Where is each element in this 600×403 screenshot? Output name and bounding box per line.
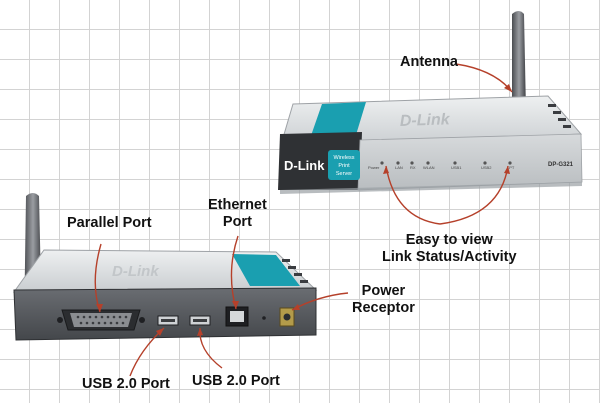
antenna-label: Antenna <box>400 54 458 70</box>
front-device: D-Link D-Link Wireless Print Server DP-G… <box>278 11 583 194</box>
top-vents <box>548 104 571 128</box>
svg-text:Wireless: Wireless <box>333 155 354 161</box>
status-indicators: Power LAN RX WLAN USB1 USB2 LPT <box>368 161 515 170</box>
svg-text:LAN: LAN <box>395 165 403 170</box>
power-receptor-connector <box>279 307 295 327</box>
usb-port-left-label: USB 2.0 Port <box>82 376 170 392</box>
usb-port-connectors <box>157 315 211 326</box>
back-device: D-Link <box>13 193 318 341</box>
svg-text:Server: Server <box>336 171 352 177</box>
antenna-front <box>512 11 526 112</box>
ethernet-port-connector <box>225 306 249 327</box>
svg-text:WLAN: WLAN <box>423 165 435 170</box>
status-arrow-left <box>385 165 441 225</box>
power-receptor-label: Power Receptor <box>352 283 415 316</box>
svg-text:DP-G321: DP-G321 <box>548 162 574 168</box>
parallel-port-label: Parallel Port <box>67 215 152 231</box>
antenna-arrow <box>455 63 513 93</box>
usb-port-right-label: USB 2.0 Port <box>192 373 280 389</box>
svg-text:D-Link: D-Link <box>284 158 325 173</box>
ethernet-port-label: Ethernet Port <box>208 197 267 230</box>
parallel-port-connector <box>57 309 145 331</box>
svg-text:D-Link: D-Link <box>400 111 451 130</box>
svg-text:LPT: LPT <box>507 165 515 170</box>
svg-text:RX: RX <box>410 165 416 170</box>
back-panel <box>13 287 317 341</box>
svg-text:USB1: USB1 <box>451 165 462 170</box>
link-status-label: Easy to view Link Status/Activity <box>382 232 517 265</box>
svg-text:Power: Power <box>368 165 380 170</box>
svg-text:USB2: USB2 <box>481 165 492 170</box>
svg-text:Print: Print <box>338 163 350 169</box>
svg-text:D-Link: D-Link <box>112 263 159 280</box>
status-arrow-right <box>439 165 509 225</box>
